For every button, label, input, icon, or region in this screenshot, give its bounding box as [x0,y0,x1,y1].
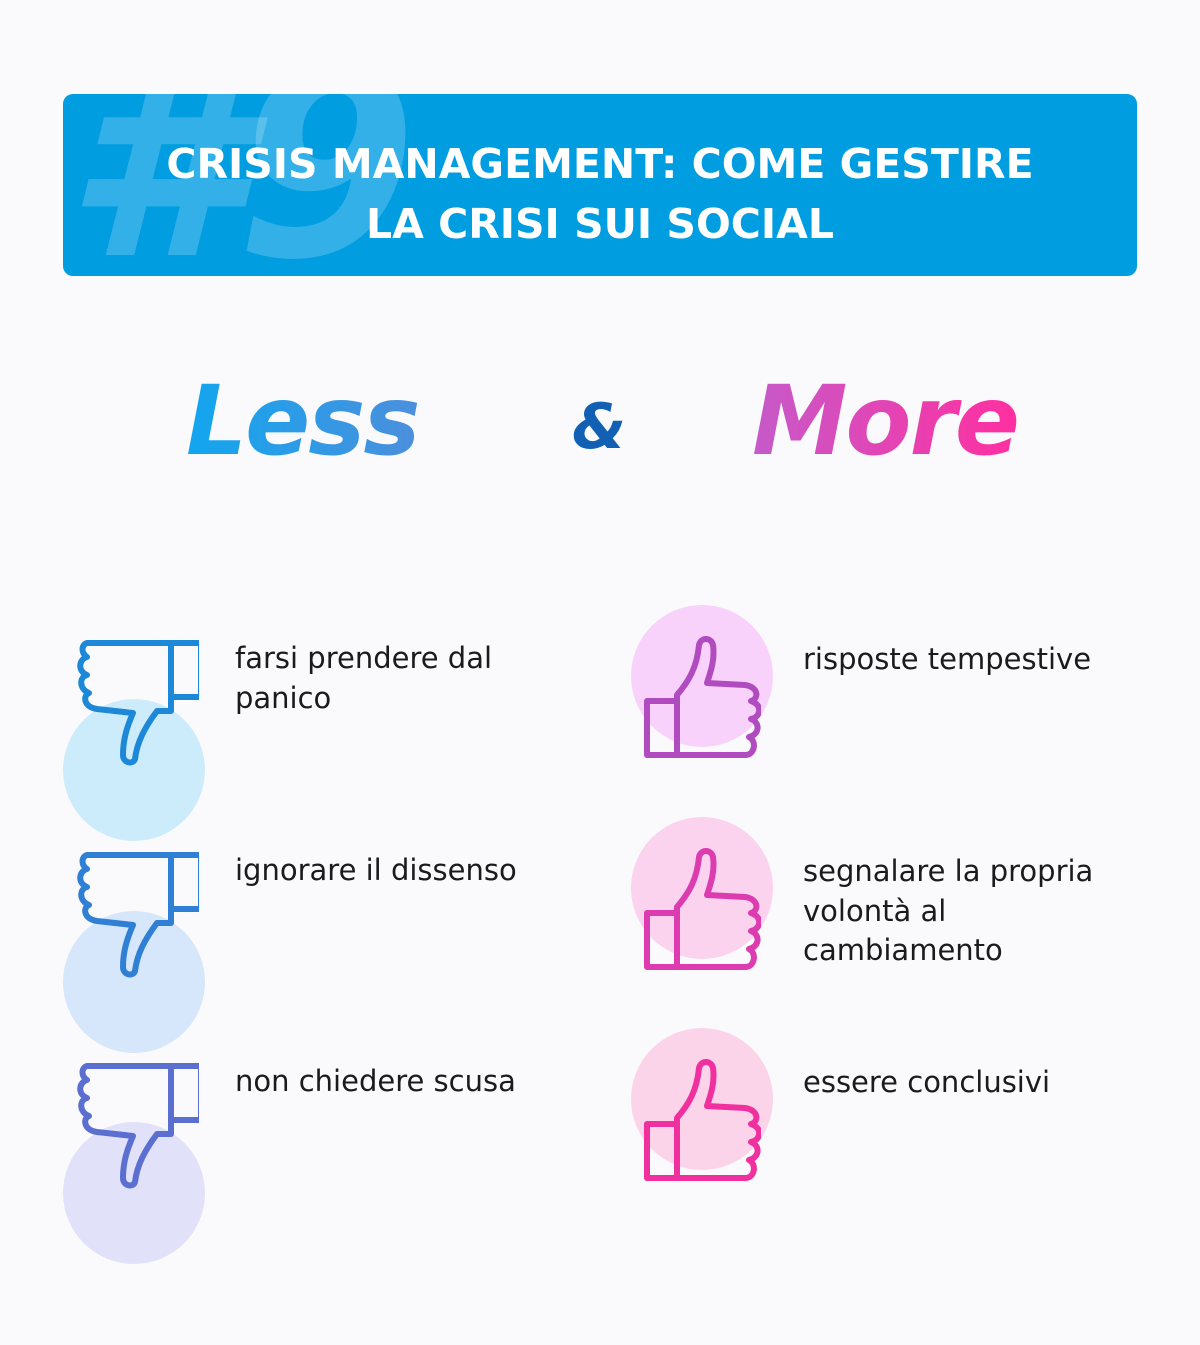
less-heading: Less [186,365,421,477]
page-title: CRISIS MANAGEMENT: COME GESTIRE LA CRISI… [63,134,1137,254]
more-heading: More [752,365,1020,477]
less-item-label: non chiedere scusa [235,1064,516,1098]
icon-background-circle [631,817,773,959]
thumbs-up-icon [644,636,761,758]
page-title-line-1: CRISIS MANAGEMENT: COME GESTIRE [166,140,1034,188]
less-item-1: farsi prendere dal panico [63,637,603,841]
icon-background-circle [63,699,205,841]
banner-number-watermark: #9 [65,94,417,276]
more-item-label: segnalare la propria volontà al cambiame… [803,854,1094,967]
title-banner: #9 CRISIS MANAGEMENT: COME GESTIRE LA CR… [63,94,1137,276]
more-item-2: segnalare la propria volontà al cambiame… [631,817,1171,1007]
thumbs-down-icon [77,1063,199,1189]
thumbs-down-icon [77,640,199,766]
thumbs-up-icon [644,1059,761,1181]
more-item-3: essere conclusivi [631,1028,1171,1218]
page-title-line-2: LA CRISI SUI SOCIAL [365,200,835,248]
icon-background-circle [631,1028,773,1170]
thumbs-down-icon [77,852,199,978]
thumbs-up-icon [644,848,761,970]
less-item-3: non chiedere scusa [63,1060,603,1264]
more-item-label: essere conclusivi [803,1065,1051,1099]
ampersand-heading: & [572,390,627,463]
more-item-1: risposte tempestive [631,605,1171,795]
icon-background-circle [63,911,205,1053]
less-item-2: ignorare il dissenso [63,849,603,1053]
more-item-label: risposte tempestive [803,642,1092,676]
less-item-label: farsi prendere dal panico [235,641,493,715]
icon-background-circle [631,605,773,747]
icon-background-circle [63,1122,205,1264]
less-item-label: ignorare il dissenso [235,853,517,887]
